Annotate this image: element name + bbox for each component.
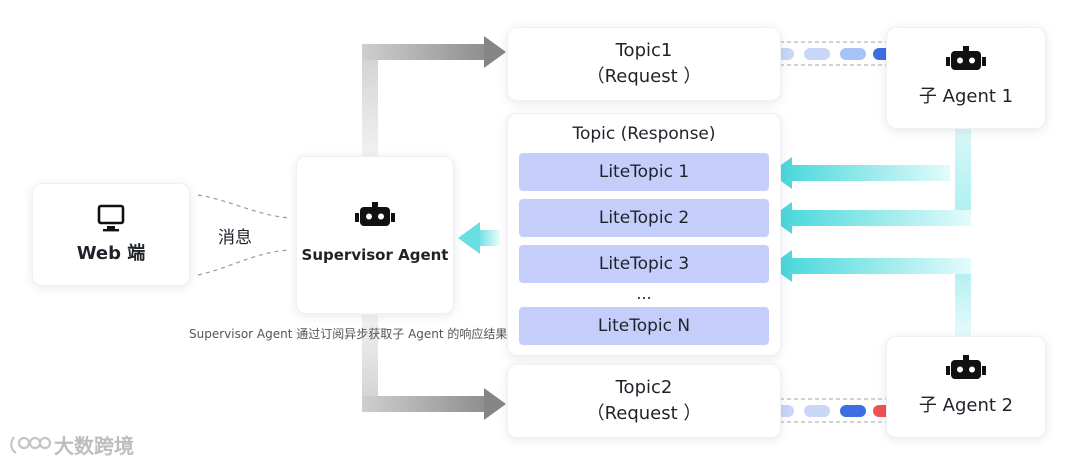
topic2-subtitle: （Request ） [586,403,702,424]
sub-agent-2-label: 子 Agent 2 [918,395,1014,416]
watermark-logo-icon [10,435,52,454]
watermark-text: 大数跨境 [54,434,134,458]
arrow-supervisor-to-topic2 [362,315,506,420]
sub-agent-2-card[interactable]: 子 Agent 2 [886,336,1046,438]
queue-message-pill [873,48,889,60]
response-topic-title: Topic (Response) [572,124,716,144]
arrow-agent2-feed [770,250,971,336]
web-client-label: Web 端 [76,242,146,264]
robot-icon [946,355,986,379]
lite-topic-2[interactable]: LiteTopic 2 [519,199,769,237]
queue-message-pill [804,405,830,417]
queue-message-pill [780,405,794,417]
queue-topic2 [780,398,890,423]
supervisor-caption: Supervisor Agent 通过订阅异步获取子 Agent 的响应结果 [189,327,508,341]
sub-agent-1-card[interactable]: 子 Agent 1 [886,27,1046,129]
arrow-response-to-supervisor [458,222,500,254]
dashed-link-top [197,194,291,219]
queue-message-pill [840,405,866,417]
topic2-card[interactable]: Topic2 （Request ） [507,364,781,438]
sub-agent-1-label: 子 Agent 1 [918,86,1014,107]
lite-topic-1[interactable]: LiteTopic 1 [519,153,769,191]
watermark: 大数跨境 [8,430,134,459]
topic2-title: Topic2 [615,377,673,398]
arrow-agent1-feeds [770,128,971,234]
topic1-title: Topic1 [615,40,673,61]
topic1-subtitle: （Request ） [586,66,702,87]
queue-topic1 [780,41,890,66]
lite-topic-n[interactable]: LiteTopic N [519,307,769,345]
lite-topic-3[interactable]: LiteTopic 3 [519,245,769,283]
queue-message-pill [780,48,794,60]
queue-message-pill [840,48,866,60]
supervisor-agent-card[interactable]: Supervisor Agent [296,156,454,314]
queue-message-pill [804,48,830,60]
lite-topic-ellipsis: ... [636,284,652,303]
queue-message-pill [873,405,889,417]
robot-icon [355,202,395,226]
arrow-supervisor-to-topic1 [362,36,506,156]
message-label: 消息 [218,228,252,248]
web-client-card[interactable]: Web 端 [32,183,190,286]
robot-icon [946,46,986,70]
supervisor-agent-label: Supervisor Agent [301,246,449,264]
dashed-link-bottom [197,249,291,276]
monitor-icon [97,204,125,231]
topic1-card[interactable]: Topic1 （Request ） [507,27,781,101]
